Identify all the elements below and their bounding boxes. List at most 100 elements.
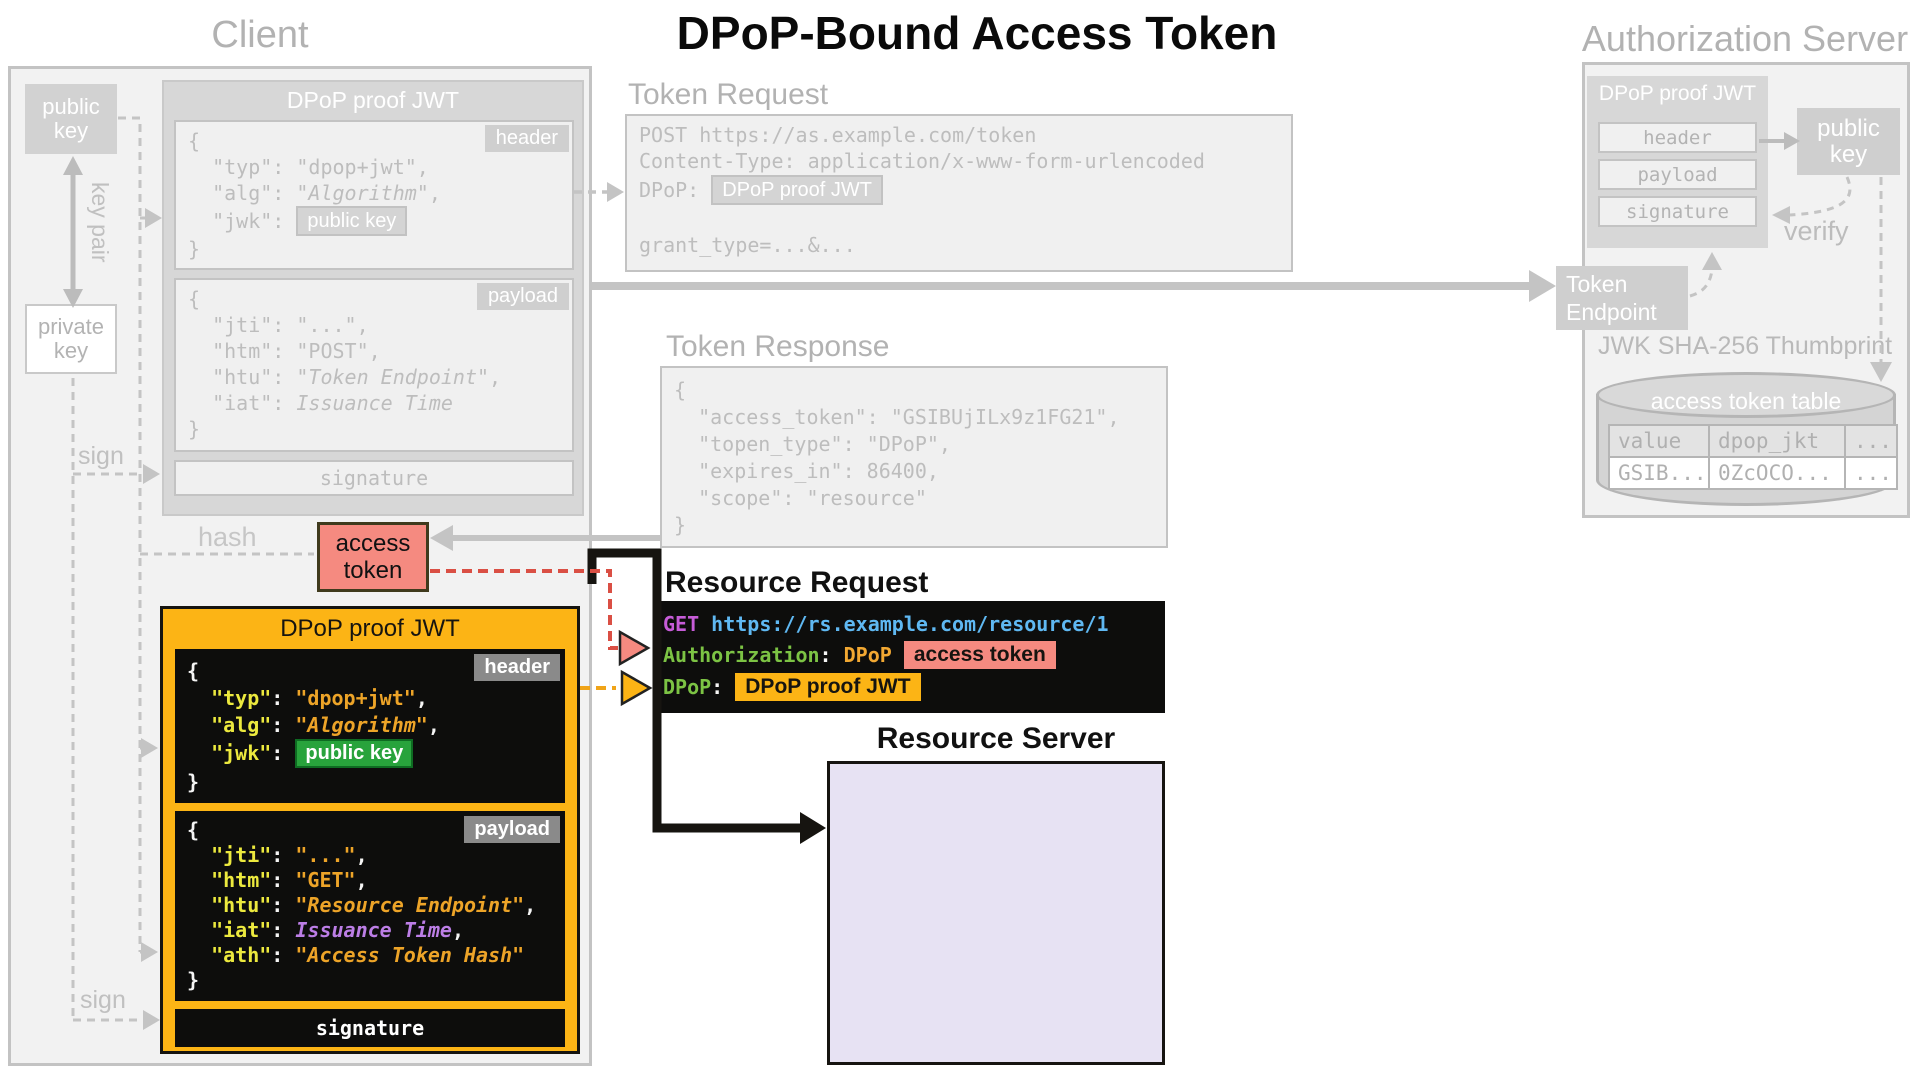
table-row: GSIB... 0ZcOCO... ... [1608, 456, 1898, 490]
as-jwt-signature-row: signature [1598, 196, 1757, 227]
token-request-box: POST https://as.example.com/token Conten… [625, 114, 1293, 272]
public-key-badge: public key [296, 206, 408, 236]
json-value: "Resource Endpoint" [295, 892, 525, 917]
json-line: "typ": "dpop+jwt", [188, 155, 429, 179]
request-url: https://rs.example.com/resource/1 [699, 612, 1109, 636]
json-key: "typ" [187, 685, 272, 710]
code-line: Authorization: DPoP access token [663, 639, 1155, 671]
code-line: "htm": "POST", [188, 338, 560, 364]
orange-jwt-payload-block: payload { "jti": "...", "htm": "GET", "h… [175, 811, 565, 1001]
thumbprint-label: JWK SHA-256 Thumbprint [1598, 332, 1893, 360]
table-cell: GSIB... [1608, 456, 1710, 490]
json-key: "htu": [188, 365, 297, 389]
code-line: Content-Type: application/x-www-form-url… [639, 148, 1279, 174]
sign-label-bottom: sign [80, 986, 126, 1014]
code-line: } [188, 416, 560, 442]
request-line: Content-Type: application/x-www-form-url… [639, 149, 1205, 173]
code-line: "jwk": public key [188, 206, 560, 236]
access-token-table: value dpop_jkt ... GSIB... 0ZcOCO... ... [1608, 424, 1898, 490]
json-key: "jwk": [188, 209, 297, 233]
code-line: "alg": "Algorithm", [188, 180, 560, 206]
header-value: DPoP [843, 643, 904, 667]
json-brace: } [187, 967, 200, 992]
resource-request-title: Resource Request [665, 566, 929, 599]
page-title: DPoP-Bound Access Token [676, 7, 1278, 59]
json-value: "Algorithm" [295, 712, 428, 737]
json-key: "iat": [188, 391, 297, 415]
code-line: { [674, 376, 1154, 403]
json-key: "jti" [187, 842, 272, 867]
json-brace: { [187, 817, 200, 842]
resource-server-title: Resource Server [876, 722, 1116, 755]
signature-label: signature [319, 466, 429, 490]
response-line: "scope": "resource" [674, 485, 927, 510]
code-line: { [188, 286, 560, 312]
code-line: "alg": "Algorithm", [187, 711, 553, 738]
code-line: DPoP: DPoP proof JWT [639, 174, 1279, 206]
resource-request-box: GET https://rs.example.com/resource/1 Au… [653, 601, 1165, 713]
header-name: Authorization [663, 643, 820, 667]
payload-badge: payload [476, 283, 569, 310]
json-punct: , [427, 712, 440, 737]
code-line: "jti": "...", [187, 842, 553, 867]
json-key: "htm" [187, 867, 272, 892]
response-line: "topen_type": "DPoP", [674, 431, 951, 456]
token-endpoint-arrowhead [1529, 270, 1556, 302]
orange-dpop-jwt-card: DPoP proof JWT header { "typ": "dpop+jwt… [160, 606, 580, 1054]
header-badge: header [484, 125, 569, 152]
response-line: } [674, 512, 687, 537]
request-line: DPoP: [639, 178, 712, 202]
resource-server-box [827, 761, 1165, 1065]
json-line: "htm": "POST", [188, 339, 381, 363]
verify-label: verify [1784, 216, 1849, 246]
hash-label: hash [198, 522, 257, 552]
code-line: "ath": "Access Token Hash" [187, 942, 553, 967]
signature-row-label: signature [1626, 200, 1729, 223]
resource-request-arrowhead [800, 812, 826, 844]
json-value: "Access Token Hash" [295, 942, 525, 967]
code-line: } [187, 768, 553, 795]
token-request-arrowhead [607, 182, 624, 202]
as-jwt-title: DPoP proof JWT [1598, 82, 1757, 105]
column-header: value [1608, 424, 1710, 458]
header-name: DPoP [663, 675, 712, 699]
table-cell: ... [1844, 456, 1898, 490]
dpop-proof-dashed-arrowhead [620, 669, 653, 707]
json-punct: : [271, 867, 296, 892]
json-punct: : [271, 892, 296, 917]
access-token-table-title: access token table [1650, 388, 1842, 414]
access-token-table-cylinder-top [1596, 372, 1896, 418]
dpop-proof-jwt-badge: DPoP proof JWT [735, 673, 921, 701]
json-key: "jwk" [187, 741, 272, 765]
json-brace: { [188, 129, 201, 153]
public-key-label: public key [42, 94, 100, 143]
response-line: { [674, 377, 687, 402]
as-public-key-box: public key [1797, 108, 1900, 175]
client-public-key-box: public key [25, 84, 117, 154]
json-punct: , [489, 365, 502, 389]
table-header-row: value dpop_jkt ... [1608, 424, 1898, 458]
client-private-key-box: private key [25, 304, 117, 374]
as-jwt-header-row: header [1598, 122, 1757, 153]
token-response-box: { "access_token": "GSIBUjILx9z1FG21", "t… [660, 366, 1168, 548]
access-token-label: access token [335, 530, 411, 584]
key-pair-label: key pair [87, 182, 113, 263]
token-endpoint-label: Token Endpoint [1566, 271, 1657, 325]
json-value: "..." [295, 842, 356, 867]
payload-row-label: payload [1637, 163, 1718, 186]
code-line: GET https://rs.example.com/resource/1 [663, 609, 1155, 639]
request-line: grant_type=...&... [639, 233, 856, 257]
header-row-label: header [1643, 126, 1712, 149]
json-punct: , [415, 685, 428, 710]
json-punct: , [355, 842, 368, 867]
code-line: "topen_type": "DPoP", [674, 430, 1154, 457]
gray-jwt-payload-block: payload { "jti": "...", "htm": "POST", "… [174, 278, 574, 452]
column-header: dpop_jkt [1708, 424, 1846, 458]
code-line: "access_token": "GSIBUjILx9z1FG21", [674, 403, 1154, 430]
json-key: "iat" [187, 917, 272, 942]
json-punct: : [271, 685, 296, 710]
code-line: "scope": "resource" [674, 484, 1154, 511]
gray-jwt-title: DPoP proof JWT [286, 87, 460, 113]
code-line: "htu": "Resource Endpoint", [187, 892, 553, 917]
